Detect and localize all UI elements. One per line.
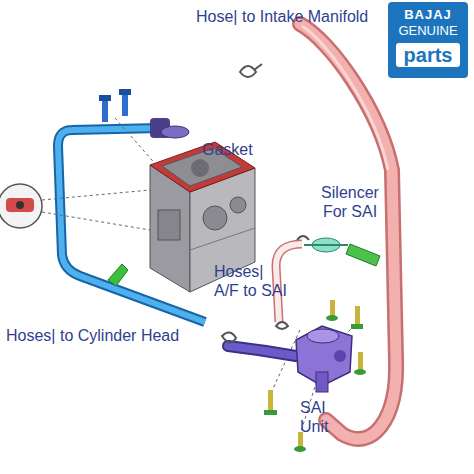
pipe-clip: [108, 264, 128, 286]
fasteners: [264, 300, 366, 452]
leader-lines: [42, 118, 360, 435]
sai-unit: [296, 326, 352, 392]
part-name: SAI Unit: [300, 398, 345, 436]
inset-port: [6, 198, 34, 212]
part-name: Hoses| to Cylinder Head: [6, 326, 236, 345]
brand-parts: parts: [396, 43, 460, 67]
clamp-tab: [254, 64, 262, 70]
bolts: [99, 89, 131, 122]
sai-hose-outline: [228, 346, 296, 356]
silencer-stem: [304, 244, 348, 246]
hose-clamp: [222, 332, 236, 342]
silencer-end: [346, 244, 380, 266]
hose-clamp: [276, 322, 288, 329]
gasket-part: [161, 126, 189, 138]
sai-hose: [228, 346, 296, 356]
hose-highlight: [302, 26, 388, 170]
part-name: Silencer For SAI: [315, 183, 385, 221]
part-name: Gasket: [202, 140, 282, 159]
hose-clamp: [297, 236, 309, 240]
brand-subtitle: GENUINE: [388, 23, 468, 39]
logo-badge: BAJAJGENUINE parts: [388, 2, 468, 78]
part-name: Hose| to Intake Manifold: [196, 7, 396, 26]
brand-name: BAJAJ: [388, 7, 468, 23]
detail-inset: [0, 184, 42, 228]
part-name: Hoses| A/F to SAI: [214, 262, 289, 300]
hose-clamp: [240, 66, 256, 77]
inset-hole: [16, 201, 24, 209]
